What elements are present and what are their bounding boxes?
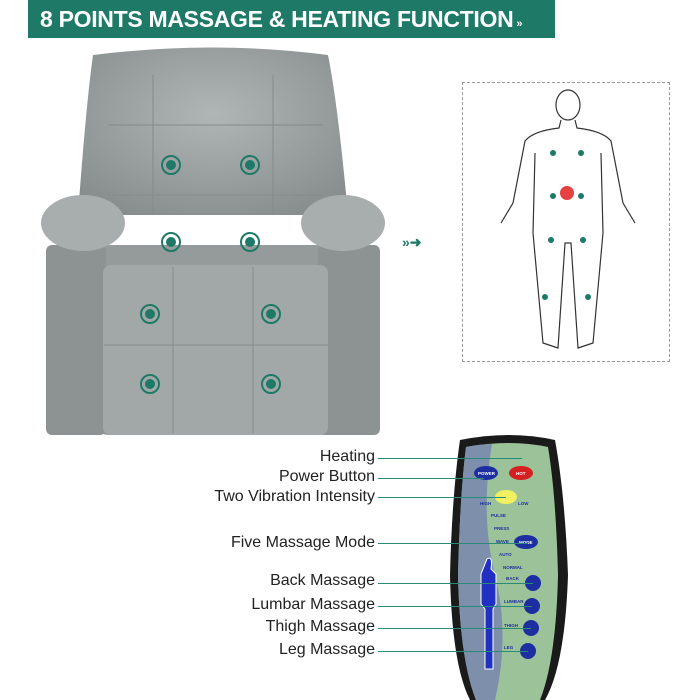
remote-control: POWER HOT HIGH LOW PULSE PRESS WAVE AUTO… [450, 435, 568, 700]
heat-button [509, 466, 533, 480]
title-banner: 8 POINTS MASSAGE & HEATING FUNCTION» [28, 0, 555, 38]
mode-normal: NORMAL [503, 565, 523, 570]
leader-line [378, 651, 528, 652]
massage-point-icon [261, 304, 281, 324]
human-body-outline [500, 89, 636, 349]
feature-label-leg: Leg Massage [278, 641, 375, 658]
thigh-massage-button [523, 620, 539, 636]
zone-leg: LEG [504, 645, 514, 650]
massage-point-icon [240, 232, 260, 252]
leader-line [378, 497, 506, 498]
banner-title: 8 POINTS MASSAGE & HEATING FUNCTION [40, 6, 514, 32]
leader-line [378, 478, 484, 479]
leg-massage-button [520, 643, 536, 659]
leader-line [378, 458, 522, 459]
heating-point-icon [560, 186, 574, 200]
massage-point-icon [161, 232, 181, 252]
massage-point-icon [161, 155, 181, 175]
mode-pulse: PULSE [491, 513, 506, 518]
mode-button [514, 535, 538, 549]
massage-point-icon [261, 374, 281, 394]
mode-auto: AUTO [499, 552, 512, 557]
power-text: POWER [478, 471, 496, 476]
feature-label-heating: Heating [319, 448, 375, 465]
mode-text: MODE [519, 540, 533, 545]
power-button [474, 466, 498, 480]
zone-lumbar: LUMBAR [504, 599, 524, 604]
leader-line [378, 543, 528, 544]
feature-label-thigh: Thigh Massage [265, 618, 375, 635]
massage-point-icon [240, 155, 260, 175]
feature-label-back: Back Massage [270, 572, 375, 589]
massage-point-icon [140, 304, 160, 324]
leader-line [378, 606, 532, 607]
lumbar-massage-button [524, 598, 540, 614]
feature-label-mode: Five Massage Mode [230, 534, 375, 551]
mode-press: PRESS [494, 526, 509, 531]
low-text: LOW [518, 501, 529, 506]
arrow-right-icon: »➜ [402, 234, 422, 250]
zone-back: BACK [506, 576, 520, 581]
massage-point-icon [140, 374, 160, 394]
vibration-button [495, 490, 517, 504]
zone-thigh: THIGH [504, 623, 518, 628]
high-text: HIGH [480, 501, 491, 506]
back-massage-button [525, 575, 541, 591]
mode-wave: WAVE [496, 539, 509, 544]
leader-line [378, 583, 533, 584]
feature-label-vibration: Two Vibration Intensity [214, 488, 375, 505]
double-chevron-icon: » [516, 18, 523, 30]
recliner-chair-image [41, 47, 385, 435]
feature-label-power: Power Button [278, 468, 375, 485]
body-diagram-frame [462, 82, 670, 362]
hot-text: HOT [516, 471, 526, 476]
feature-label-lumbar: Lumbar Massage [251, 596, 375, 613]
leader-line [378, 628, 531, 629]
